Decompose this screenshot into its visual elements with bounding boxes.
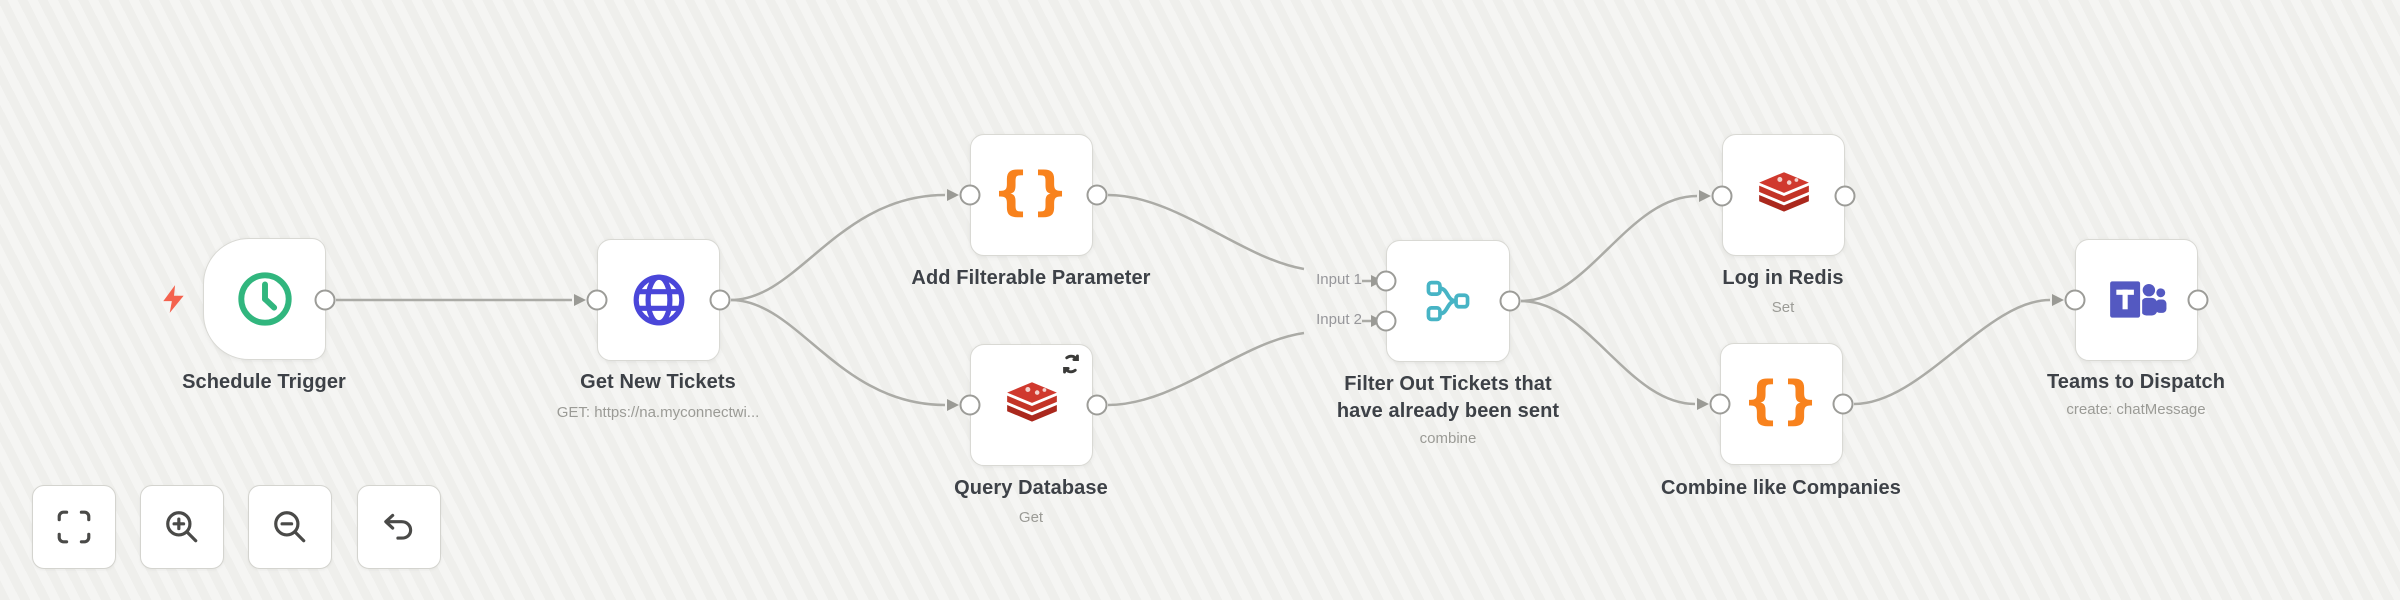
fit-view-icon [57,510,91,544]
trigger-bolt-icon [163,285,184,313]
arrowhead [947,399,959,411]
edge-combine-to-teams[interactable] [1853,298,2051,406]
undo-button[interactable] [357,485,441,569]
port-in-log-in-redis[interactable] [1711,185,1733,207]
zoom-out-icon [274,511,306,543]
node-filter-out-tickets[interactable] [1386,240,1510,362]
port-out-filter[interactable] [1499,290,1521,312]
node-add-filterable-parameter[interactable]: {} [970,134,1093,256]
node-subtitle-query-database: Get [1018,509,1044,526]
node-subtitle-teams-to-dispatch: create: chatMessage [2066,401,2206,418]
node-label-filter-out-tickets: Filter Out Tickets that have already bee… [1238,371,1658,425]
zoom-to-fit-button[interactable] [32,485,116,569]
port-out-get-new-tickets[interactable] [709,289,731,311]
port-in-combine-companies[interactable] [1709,393,1731,415]
zoom-in-button[interactable] [140,485,224,569]
port-out-query-database[interactable] [1086,394,1108,416]
undo-icon [384,513,413,540]
node-label-add-filterable-parameter: Add Filterable Parameter [911,267,1151,289]
arrowhead [1697,398,1709,410]
port-in-query-database[interactable] [959,394,981,416]
arrowhead [574,294,586,306]
port-out-teams[interactable] [2187,289,2209,311]
arrowhead [2052,294,2064,306]
node-query-database[interactable] [970,344,1093,466]
edge-get-new-tickets-to-query-database[interactable] [730,298,946,407]
merge-icon [1426,280,1470,322]
edge-filter-to-combine-companies[interactable] [1520,299,1696,406]
node-label-schedule-trigger: Schedule Trigger [182,371,346,393]
port-in-teams[interactable] [2064,289,2086,311]
node-label-combine-like-companies: Combine like Companies [1660,477,1902,499]
edge-filter-to-log-in-redis[interactable] [1520,194,1698,303]
clock-icon [237,272,292,326]
redis-icon [1006,382,1057,422]
node-label-teams-to-dispatch: Teams to Dispatch [2046,371,2226,393]
node-log-in-redis[interactable] [1722,134,1845,256]
port-in-add-filterable[interactable] [959,184,981,206]
edge-query-database-to-filter-input2[interactable] [1107,331,1305,407]
filter-input1-label: Input 1 [1316,271,1362,288]
node-combine-like-companies[interactable]: {} [1720,343,1843,465]
node-teams-to-dispatch[interactable] [2075,239,2198,361]
port-out-combine-companies[interactable] [1832,393,1854,415]
edge-get-new-tickets-to-add-filterable[interactable] [730,193,946,302]
arrowhead [947,189,959,201]
node-label-line1: Filter Out Tickets that [1344,373,1552,395]
retry-icon [1063,354,1079,374]
curly-braces-icon: {} [1742,371,1821,431]
filter-input2-label: Input 2 [1316,311,1362,328]
arrowhead [1699,190,1711,202]
node-label-get-new-tickets: Get New Tickets [580,371,736,393]
node-label-line2: have already been sent [1336,400,1560,422]
zoom-in-icon [166,511,198,543]
node-subtitle-filter-out-tickets: combine [1419,430,1477,447]
node-get-new-tickets[interactable] [597,239,720,361]
port-in1-filter[interactable] [1375,270,1397,292]
port-out-schedule-trigger[interactable] [314,289,336,311]
port-in2-filter[interactable] [1375,310,1397,332]
node-label-query-database: Query Database [954,477,1108,499]
node-subtitle-get-new-tickets: GET: https://na.myconnectwi... [556,404,760,421]
edge-add-filterable-to-filter-input1[interactable] [1107,193,1305,271]
redis-icon [1758,172,1809,212]
port-out-add-filterable[interactable] [1086,184,1108,206]
node-subtitle-log-in-redis: Set [1771,299,1795,316]
curly-braces-icon: {} [992,162,1071,222]
node-schedule-trigger[interactable] [203,238,326,360]
port-in-get-new-tickets[interactable] [586,289,608,311]
node-label-log-in-redis: Log in Redis [1722,267,1844,289]
zoom-out-button[interactable] [248,485,332,569]
port-out-log-in-redis[interactable] [1834,185,1856,207]
teams-icon [2107,279,2166,320]
globe-icon [633,274,684,326]
